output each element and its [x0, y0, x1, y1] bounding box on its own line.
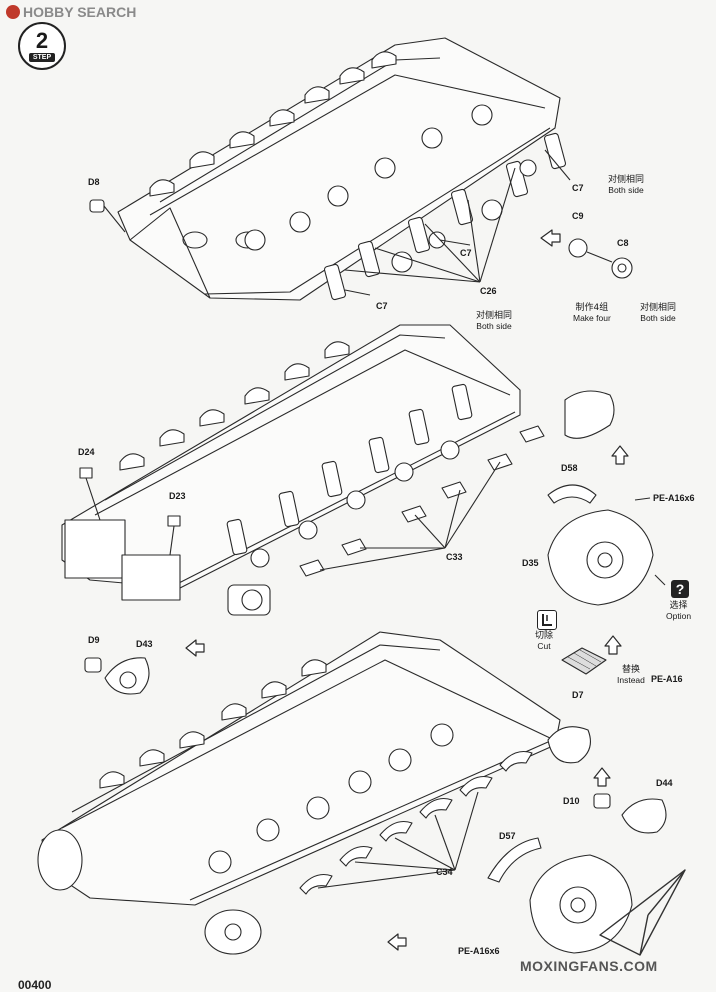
- part-label-pe-a16x6-top: PE-A16x6: [653, 493, 695, 503]
- part-label-c33: C33: [446, 552, 463, 562]
- part-label-d24: D24: [78, 447, 95, 457]
- part-label-c9: C9: [572, 211, 584, 221]
- part-label-pe-a16x6-bottom: PE-A16x6: [458, 946, 500, 956]
- part-label-d58: D58: [561, 463, 578, 473]
- cut-icon: [537, 610, 557, 630]
- note-cut: 切除 Cut: [535, 631, 554, 651]
- part-label-d43: D43: [136, 639, 153, 649]
- page-number: 00400: [18, 978, 52, 992]
- note-make-four: 制作4组 Make four: [573, 303, 611, 323]
- step-label: STEP: [28, 53, 56, 62]
- note-both-side-3: 对侧相同 Both side: [640, 303, 677, 323]
- hobby-search-logo-icon: [6, 5, 20, 19]
- part-label-d35: D35: [522, 558, 539, 568]
- step-number: 2: [35, 28, 49, 53]
- part-label-c7-b: C7: [460, 248, 472, 258]
- part-label-c26: C26: [480, 286, 497, 296]
- paper-plane-logo-icon: [599, 869, 686, 956]
- part-label-c7-a: C7: [572, 183, 584, 193]
- part-label-c7-c: C7: [376, 301, 388, 311]
- part-label-d8: D8: [88, 177, 100, 187]
- part-label-d9: D9: [88, 635, 100, 645]
- part-label-d23: D23: [169, 491, 186, 501]
- cut-icon-glyph: [542, 614, 552, 626]
- part-label-d44: D44: [656, 778, 673, 788]
- moxingfans-watermark: MOXINGFANS.COM: [520, 958, 658, 974]
- part-label-d7: D7: [572, 690, 584, 700]
- step-badge-icon: 2 STEP: [18, 22, 66, 70]
- part-label-c8: C8: [617, 238, 629, 248]
- part-label-d57: D57: [499, 831, 516, 841]
- question-mark-icon: ?: [671, 580, 689, 598]
- part-label-d10: D10: [563, 796, 580, 806]
- note-instead: 替换 Instead: [617, 665, 645, 685]
- note-both-side-1: 对侧相同 Both side: [608, 175, 645, 195]
- part-label-pe-a16: PE-A16: [651, 674, 683, 684]
- hull-middle-view: [61, 324, 666, 695]
- hobby-search-watermark: HOBBY SEARCH: [6, 4, 136, 20]
- hull-bottom-view: [37, 631, 667, 955]
- part-label-c34: C34: [436, 867, 453, 877]
- note-both-side-2: 对侧相同 Both side: [476, 311, 513, 331]
- note-option: 选择 Option: [666, 601, 692, 621]
- hull-top-view: [89, 37, 633, 301]
